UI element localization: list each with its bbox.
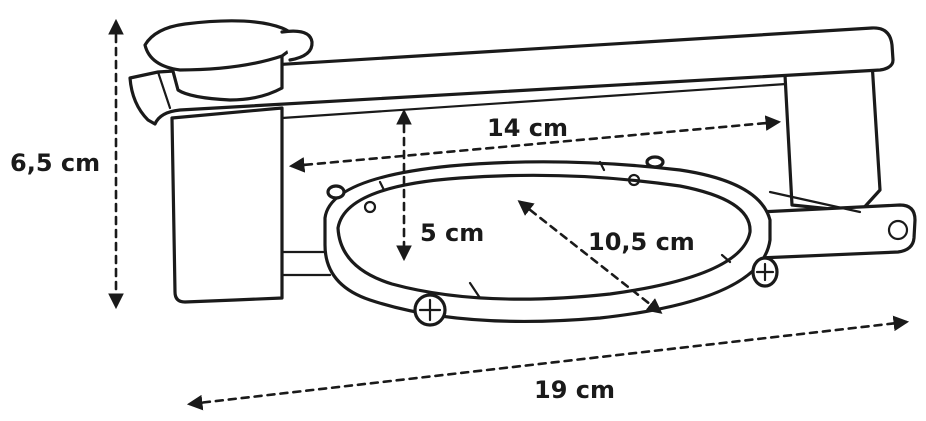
inner-length-dimension-line xyxy=(288,115,782,173)
inner-frame xyxy=(280,82,788,277)
depth-label: 5 cm xyxy=(420,219,484,247)
inner-length-label: 14 cm xyxy=(487,114,568,142)
top-bar xyxy=(128,26,895,126)
side-screw-icon xyxy=(751,256,779,288)
diameter-label: 10,5 cm xyxy=(588,228,695,256)
ring-screw-hole-icon xyxy=(627,173,641,187)
arm-hole-icon xyxy=(887,219,909,241)
total-length-dimension-line xyxy=(186,315,910,411)
front-screw-icon xyxy=(413,293,447,327)
right-post xyxy=(783,60,882,214)
left-block xyxy=(170,106,284,304)
diameter-dimension-line xyxy=(517,200,663,314)
side-arm xyxy=(758,203,917,260)
total-length-label: 19 cm xyxy=(534,376,615,404)
height-label: 6,5 cm xyxy=(10,149,100,177)
